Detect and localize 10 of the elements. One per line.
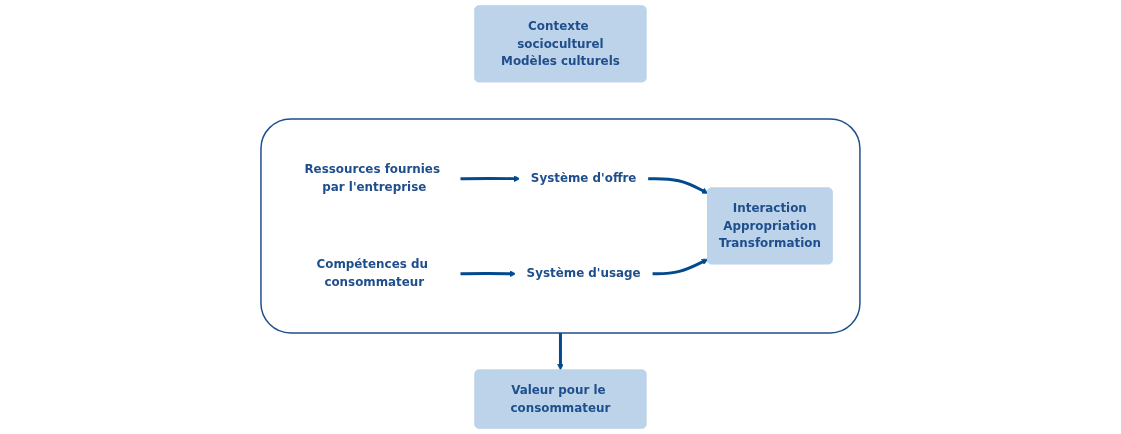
arrow (460, 270, 517, 278)
arrow (652, 258, 709, 276)
node-text: Système d'usage (526, 266, 641, 281)
arrow (648, 177, 709, 194)
cluster (260, 118, 861, 334)
arrow (460, 175, 521, 182)
node-text: Système d'offre (530, 170, 637, 186)
arrow (557, 332, 564, 371)
node-text: Ressources fournies par l'entreprise (304, 162, 441, 194)
node-text: Compétences du consommateur (316, 257, 428, 290)
